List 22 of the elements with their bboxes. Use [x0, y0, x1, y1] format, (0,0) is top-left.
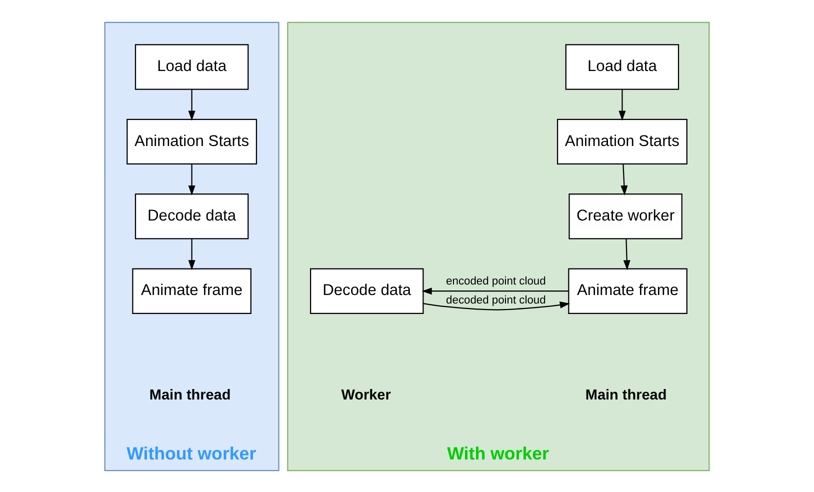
node-box: Load data [134, 44, 249, 90]
node-box: Create worker [568, 193, 682, 239]
arrow [618, 88, 626, 120]
label: Main thread [149, 387, 231, 404]
arrow [623, 238, 630, 270]
node-box: Animate frame [132, 268, 252, 314]
arrow [188, 88, 196, 120]
node-box: Load data [565, 44, 680, 90]
label: Main thread [585, 387, 667, 404]
node-box: Animate frame [568, 268, 688, 314]
arrow [620, 164, 628, 195]
label: Worker [341, 387, 391, 404]
arrow [188, 238, 196, 270]
arrow [423, 300, 570, 310]
edge-label: decoded point cloud [446, 294, 546, 306]
arrow [422, 287, 569, 294]
node-box: Animation Starts [126, 118, 258, 164]
edge-label: encoded point cloud [446, 274, 546, 287]
arrow [188, 164, 196, 196]
node-box: Animation Starts [556, 118, 688, 164]
node-box: Decode data [134, 193, 249, 239]
node-box: Decode data [310, 268, 424, 314]
